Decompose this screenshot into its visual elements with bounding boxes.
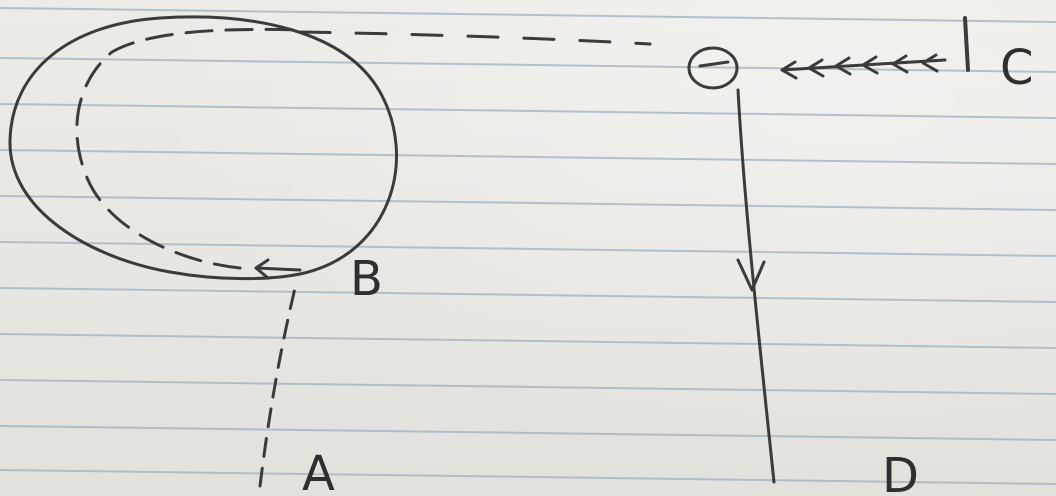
ruled-line <box>0 103 1056 119</box>
arrow-at-b <box>254 258 302 280</box>
ruled-line <box>0 149 1056 165</box>
arrow-b-shaft <box>254 266 302 272</box>
loop-outline <box>8 15 399 281</box>
arrow-b-head <box>254 258 270 280</box>
arrow-chain-c-to-e <box>780 16 970 80</box>
inner-dashed-path <box>75 27 302 270</box>
arrow-chain-head <box>807 58 825 78</box>
ruled-line <box>0 57 1056 73</box>
label-c: C <box>1000 40 1034 96</box>
ruled-line <box>0 287 1056 303</box>
arrow-chain-head <box>891 54 909 74</box>
ruled-line <box>0 333 1056 349</box>
arrow-e-to-d-head <box>736 258 766 292</box>
point-e-mark <box>698 60 730 68</box>
top-dashed-path <box>298 30 652 46</box>
point-e <box>687 46 739 90</box>
label-a: A <box>302 446 335 496</box>
ruled-line <box>0 7 1056 23</box>
label-d: D <box>882 448 919 496</box>
ruled-line <box>0 425 1056 441</box>
ruled-line <box>0 379 1056 395</box>
ruled-line <box>0 195 1056 211</box>
ruled-line <box>0 241 1056 257</box>
dashed-path-a-to-b <box>258 282 298 488</box>
ruled-lines <box>0 7 1056 485</box>
label-b: B <box>350 251 383 307</box>
point-e-circle <box>687 46 739 90</box>
arrow-chain-head <box>921 53 939 73</box>
arrow-chain-head <box>861 55 879 75</box>
start-tick-c <box>963 16 970 72</box>
arrow-chain-head <box>780 60 798 80</box>
solid-path-e-to-d <box>736 88 776 484</box>
arrow-chain-head <box>834 56 852 76</box>
ruled-line <box>0 469 1056 485</box>
